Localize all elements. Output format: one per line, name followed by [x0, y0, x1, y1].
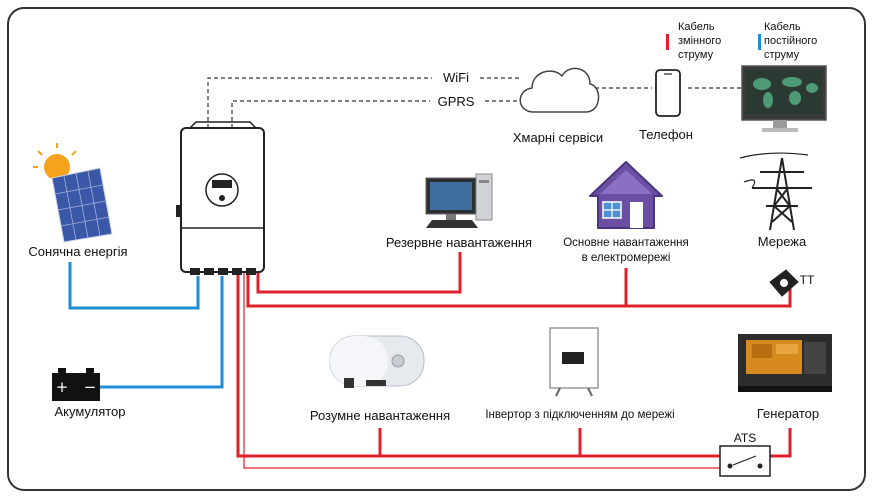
svg-text:−: − — [84, 378, 97, 396]
communication-links — [207, 77, 742, 128]
dc-wiring — [68, 262, 224, 389]
ac-wiring — [236, 252, 792, 469]
battery-dc-line — [100, 276, 224, 389]
transmission-tower-icon — [739, 152, 812, 231]
dc-cable-label-1: Кабель — [764, 21, 801, 33]
ac-cable-label-1: Кабель — [678, 21, 715, 33]
generator-label: Генератор — [757, 406, 819, 421]
smart-load-label: Розумне навантаження — [310, 408, 450, 423]
ats-switch — [719, 445, 771, 477]
battery-label: Акумулятор — [54, 404, 125, 419]
water-heater-icon — [329, 335, 425, 388]
svg-text:+: + — [56, 378, 69, 396]
solar-panel-icon — [33, 143, 113, 243]
home-load-label-2: в електромережі — [582, 252, 671, 264]
generator-ats-line — [770, 428, 792, 458]
dc-cable-label-2: постійного — [764, 35, 817, 47]
gprs-link — [231, 100, 520, 128]
ac-cable-swatch — [666, 34, 669, 50]
grid-tie-inverter-icon — [549, 327, 599, 397]
desktop-pc-icon — [425, 173, 493, 228]
ac-cable-label-3: струму — [678, 49, 714, 61]
grid-label: Мережа — [758, 234, 807, 249]
monitor-icon — [741, 65, 827, 132]
dc-cable-swatch — [758, 34, 761, 50]
inverter-display-icon — [205, 173, 239, 207]
cloud-icon — [519, 67, 600, 113]
backup-load-line — [256, 252, 462, 294]
cable-legend: Кабель змінного струму Кабель постійного… — [666, 21, 817, 61]
inverter-terminals — [190, 268, 256, 275]
smart-load-bus — [236, 272, 720, 458]
ct-sensor-icon — [769, 269, 799, 297]
wifi-link — [207, 77, 520, 128]
dc-cable-label-3: струму — [764, 49, 800, 61]
house-icon — [589, 161, 663, 229]
home-load-label-1: Основне навантаження — [563, 237, 689, 249]
generator-icon — [738, 334, 832, 392]
wifi-label: WiFi — [443, 70, 469, 85]
grid-line — [246, 272, 792, 308]
gprs-label: GPRS — [438, 94, 475, 109]
ats-label: ATS — [734, 431, 756, 445]
phone-icon — [655, 69, 681, 117]
solar-dc-line — [68, 262, 200, 310]
grid-inverter-label: Інвертор з підключенням до мережі — [485, 409, 674, 421]
ct-label: TT — [800, 273, 815, 287]
hybrid-inverter — [176, 121, 265, 275]
backup-load-label: Резервне навантаження — [386, 235, 532, 250]
ats-signal-line — [243, 272, 720, 469]
phone-label: Телефон — [639, 127, 693, 142]
solar-label: Сонячна енергія — [28, 244, 127, 259]
cloud-label: Хмарні сервіси — [513, 130, 603, 145]
ac-cable-label-2: змінного — [678, 35, 721, 47]
battery-icon: + − — [52, 368, 100, 401]
